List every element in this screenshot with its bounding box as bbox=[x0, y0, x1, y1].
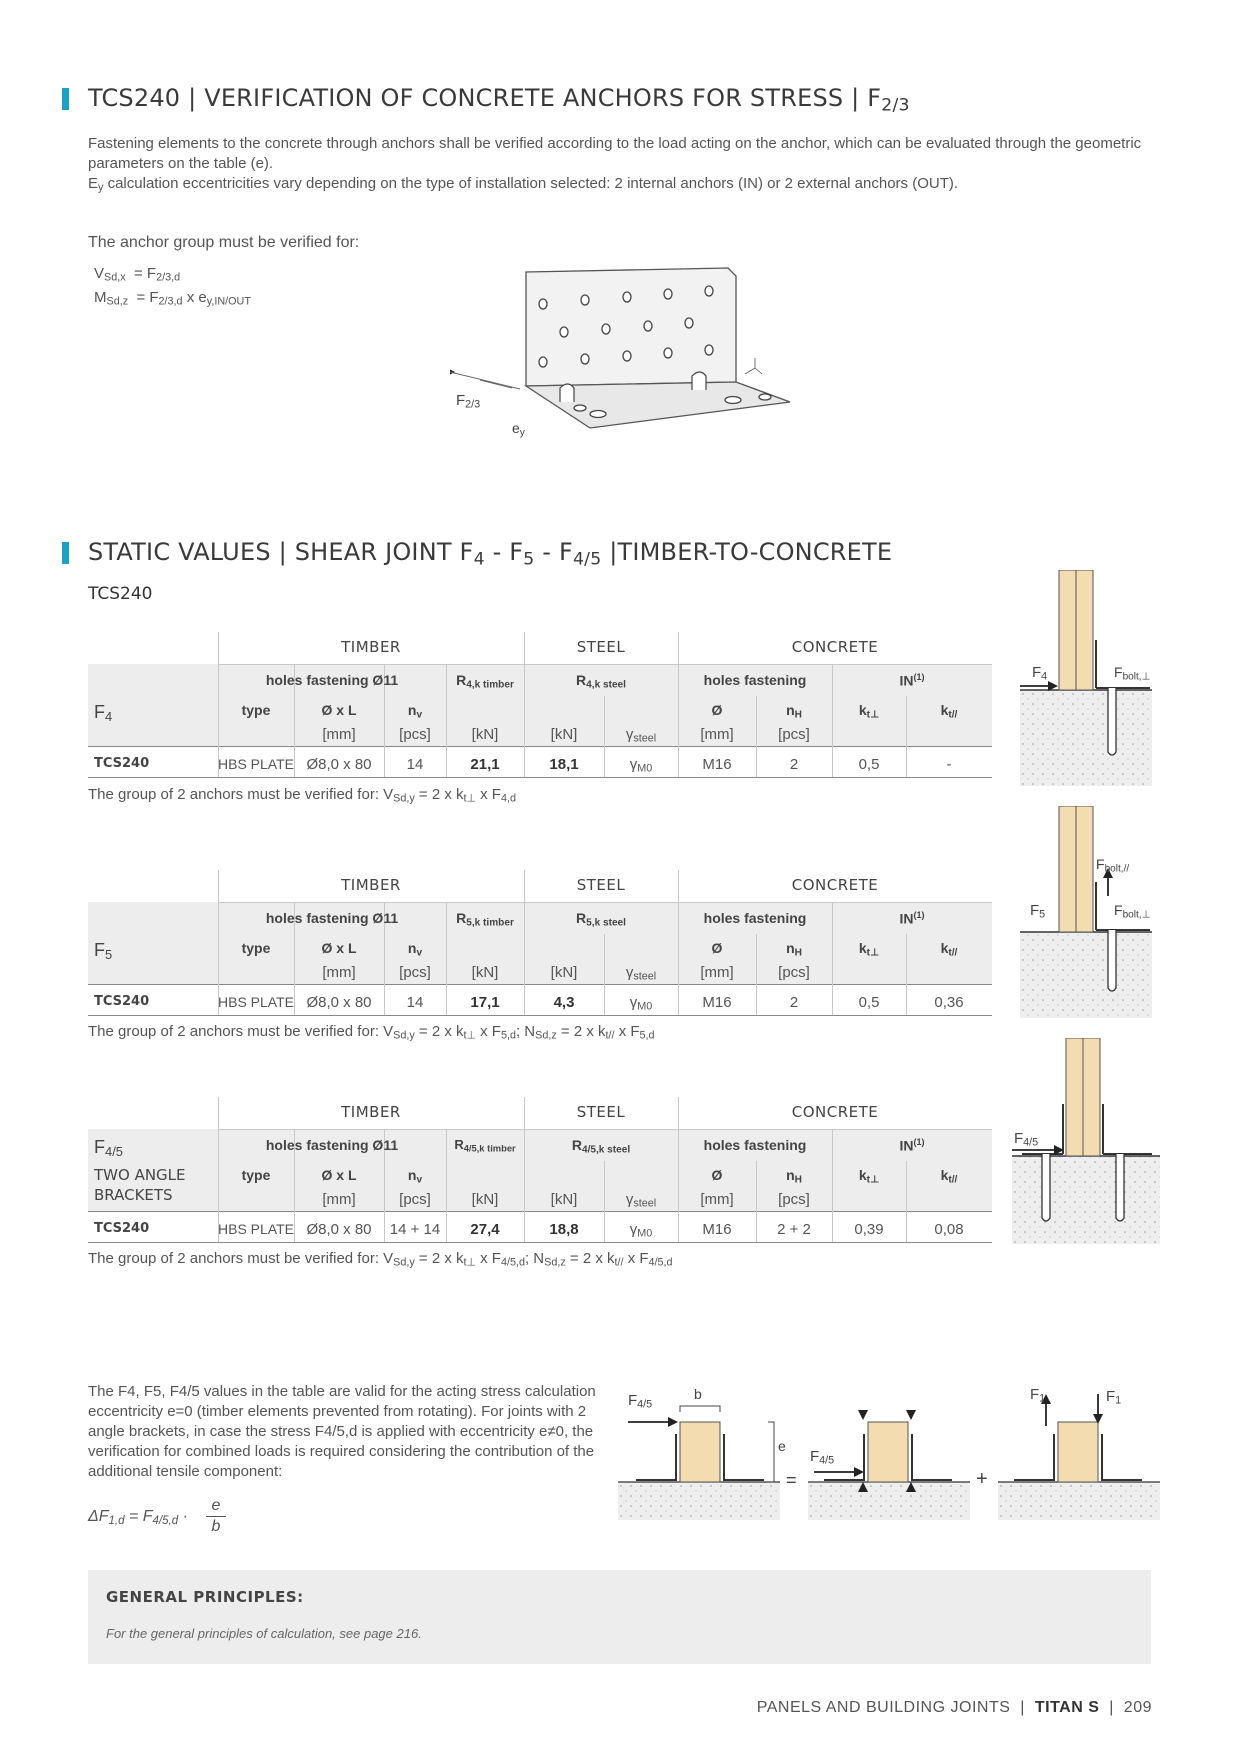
table-f5: TIMBER STEEL CONCRETE holes fastening Ø1… bbox=[88, 870, 992, 1020]
note-f5: The group of 2 anchors must be verified … bbox=[88, 1023, 655, 1042]
intro-paragraph: Fastening elements to the concrete throu… bbox=[88, 135, 1142, 194]
diagram-label-b: b bbox=[694, 1386, 702, 1402]
fig-label-f4: F4 bbox=[1032, 664, 1048, 683]
note-f45: The group of 2 anchors must be verified … bbox=[88, 1250, 673, 1269]
fig-label-fbolt-par: Fbolt,// bbox=[1096, 856, 1130, 875]
verify-label: The anchor group must be verified for: bbox=[88, 234, 360, 251]
page-footer: PANELS AND BUILDING JOINTS | TITAN S | 2… bbox=[756, 1699, 1152, 1716]
fig-label-f5: F5 bbox=[1030, 902, 1046, 921]
figure-label-f23: F2/3 bbox=[456, 392, 481, 411]
fig-label-fbolt-perp: Fbolt,⊥ bbox=[1114, 664, 1151, 683]
formula-delta-f: ΔF1,d = F4/5,d · bbox=[88, 1508, 188, 1527]
formula-fraction: e b bbox=[206, 1496, 226, 1537]
general-principles-text: For the general principles of calculatio… bbox=[106, 1626, 422, 1641]
diagram-label-e: e bbox=[778, 1438, 786, 1454]
section-title-static-values: STATIC VALUES | SHEAR JOINT F4 - F5 - F4… bbox=[88, 538, 893, 570]
table-f45: TIMBER STEEL CONCRETE holes fastening Ø1… bbox=[88, 1097, 992, 1247]
fig-label-f45: F4/5 bbox=[1014, 1130, 1039, 1149]
equation-msdz: MSd,z = F2/3,d x ey,IN/OUT bbox=[94, 289, 251, 308]
diagram-equals: = bbox=[786, 1470, 797, 1490]
figure-label-ey: ey bbox=[512, 420, 525, 439]
diagram-label-f1-up: F1 bbox=[1030, 1386, 1046, 1405]
product-subtitle: TCS240 bbox=[88, 584, 153, 604]
eccentricity-paragraph: The F4, F5, F4/5 values in the table are… bbox=[88, 1383, 596, 1480]
section-marker bbox=[62, 542, 69, 564]
diagram-label-f1-down: F1 bbox=[1106, 1388, 1122, 1407]
general-principles-title: GENERAL PRINCIPLES: bbox=[106, 1588, 304, 1606]
fig-label-fbolt-perp-2: Fbolt,⊥ bbox=[1114, 902, 1151, 921]
equation-vsdx: VSd,x = F2/3,d bbox=[94, 265, 181, 284]
section-title-anchors: TCS240 | VERIFICATION OF CONCRETE ANCHOR… bbox=[88, 84, 910, 116]
table-f4: TIMBER STEEL CONCRETE holes fastening Ø1… bbox=[88, 632, 992, 782]
joint-figure-f5 bbox=[1020, 806, 1152, 1018]
diagram-plus: + bbox=[976, 1468, 988, 1490]
section-marker bbox=[62, 88, 69, 110]
note-f4: The group of 2 anchors must be verified … bbox=[88, 786, 516, 805]
general-principles-box: GENERAL PRINCIPLES: For the general prin… bbox=[88, 1570, 1151, 1664]
joint-figure-f45 bbox=[1012, 1038, 1160, 1244]
eccentricity-diagram bbox=[618, 1394, 1160, 1520]
angle-bracket-figure bbox=[450, 267, 791, 429]
diagram-label-f45-2: F4/5 bbox=[810, 1448, 835, 1467]
joint-figure-f4 bbox=[1020, 570, 1152, 786]
diagram-label-f45: F4/5 bbox=[628, 1392, 653, 1411]
